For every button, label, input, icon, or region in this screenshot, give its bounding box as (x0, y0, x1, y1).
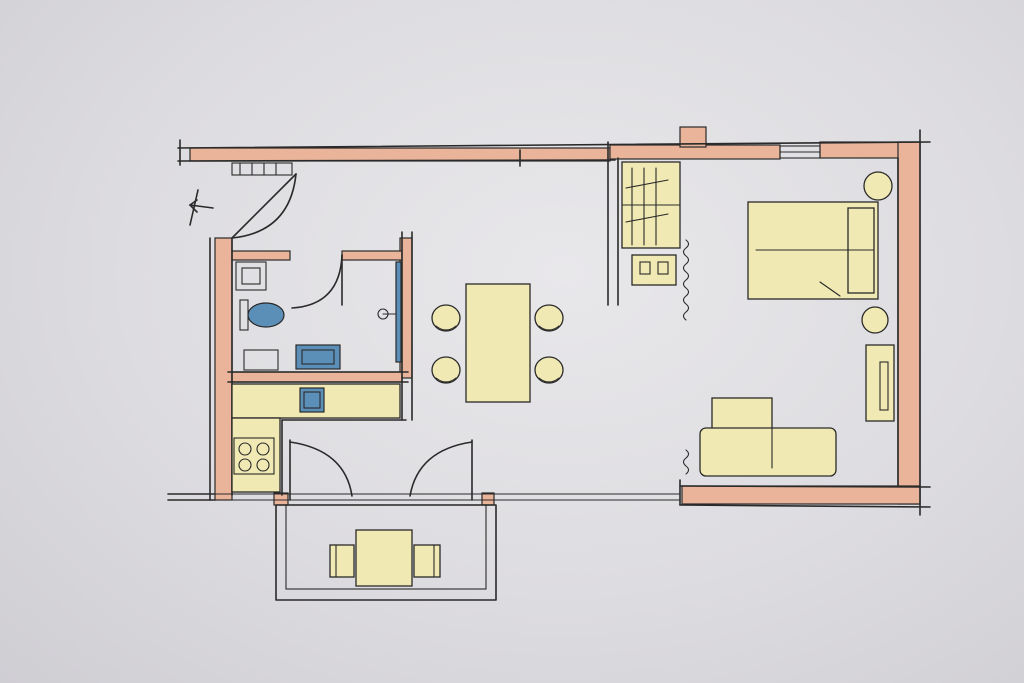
stove (233, 437, 275, 475)
wall-bath-top-left (231, 250, 291, 261)
wall-left (214, 237, 233, 501)
nightstand-top (863, 171, 893, 201)
dining-table (465, 283, 531, 403)
nightstand-bottom (861, 306, 889, 334)
bathroom (235, 254, 402, 371)
bedroom (747, 171, 893, 334)
wall-bath-top-right (341, 250, 403, 261)
shower-wall (395, 261, 402, 363)
windows (169, 145, 821, 501)
sketch-lines (167, 129, 931, 516)
living (682, 344, 895, 477)
dining (431, 283, 564, 403)
sofa (699, 427, 837, 477)
wall-bath-kitchen (231, 371, 403, 383)
balcony-chair-right (413, 544, 441, 578)
kitchen (231, 383, 401, 493)
washing-machine (235, 261, 267, 291)
wall-pier-right (481, 492, 495, 506)
toilet-tank (239, 299, 249, 331)
balcony-table (355, 529, 413, 587)
curtain (682, 239, 690, 321)
wall-pier-left (273, 492, 289, 506)
kitchen-counter-side (231, 417, 281, 493)
section-marker: A (189, 189, 214, 226)
living-curtain (682, 449, 690, 475)
wall-chimney (679, 126, 707, 148)
wall-top-left (189, 147, 611, 162)
balcony (275, 504, 497, 601)
washbasin (295, 344, 341, 370)
chairs (431, 304, 564, 384)
balcony-doors (289, 439, 473, 501)
wardrobe-drawers (631, 254, 677, 286)
balcony-chair-left (329, 544, 355, 578)
wardrobe (621, 161, 690, 321)
wall-right (897, 141, 921, 505)
entry-door (231, 173, 297, 239)
wall-bottom-right (681, 485, 921, 505)
toilet (247, 302, 285, 328)
